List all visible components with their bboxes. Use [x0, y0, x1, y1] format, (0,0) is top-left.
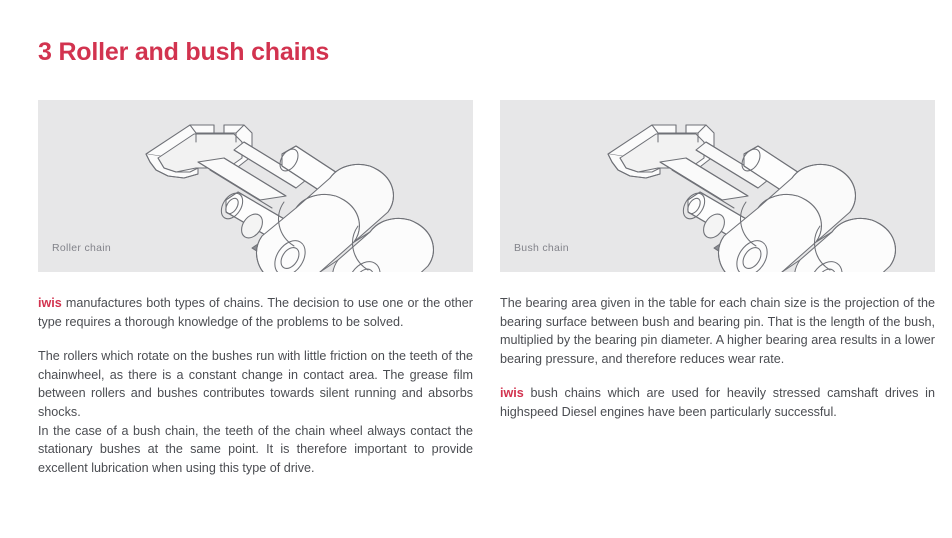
figure-roller-chain: Roller chain: [38, 100, 473, 272]
paragraph-left-3: In the case of a bush chain, the teeth o…: [38, 423, 473, 475]
left-column: Roller chain iwis manufactures both type…: [38, 100, 473, 477]
paragraph-left-1: iwis manufactures both types of chains. …: [38, 294, 473, 331]
roller-chain-icon: [145, 124, 434, 272]
right-column: Bush chain The bearing area given in the…: [500, 100, 935, 477]
two-column-layout: Roller chain iwis manufactures both type…: [38, 100, 935, 477]
figure-bush-chain: Bush chain: [500, 100, 935, 272]
figure-caption-roller-chain: Roller chain: [52, 242, 112, 254]
right-column-text: The bearing area given in the table for …: [500, 294, 935, 422]
figure-caption-bush-chain: Bush chain: [514, 242, 569, 254]
bush-chain-icon: [607, 124, 896, 272]
page-title: 3 Roller and bush chains: [38, 38, 330, 66]
paragraph-left-2: The rollers which rotate on the bushes r…: [38, 349, 473, 419]
left-column-text: iwis manufactures both types of chains. …: [38, 294, 473, 477]
paragraph-right-2: iwis bush chains which are used for heav…: [500, 384, 935, 421]
paragraph-right-1: The bearing area given in the table for …: [500, 296, 935, 366]
brand-iwis: iwis: [500, 386, 524, 401]
paragraph-right-2-text: bush chains which are used for heavily s…: [500, 386, 935, 419]
paragraph-left-1-text: manufactures both types of chains. The d…: [38, 296, 473, 329]
brand-iwis: iwis: [38, 296, 62, 310]
